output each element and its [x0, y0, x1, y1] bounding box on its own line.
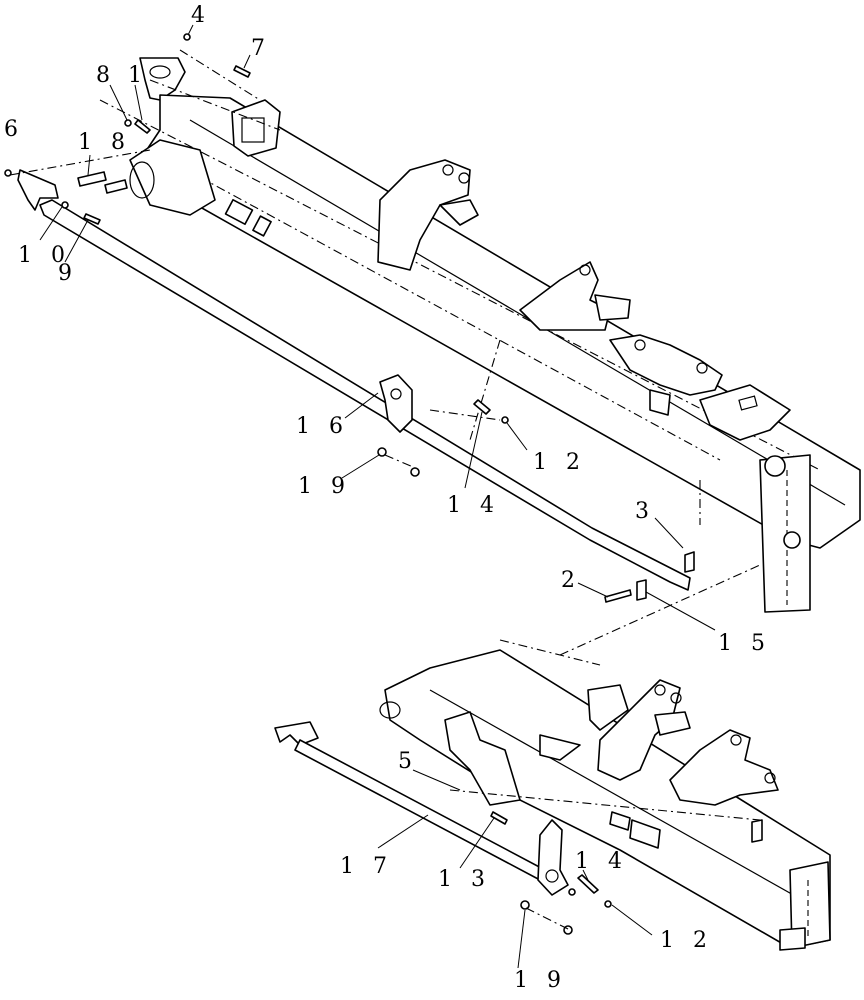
spring-18a	[77, 171, 107, 187]
callout-19b: 1 9	[514, 968, 567, 993]
rod-assembly-17	[274, 721, 612, 935]
callout-8: 8	[96, 63, 116, 88]
lower-end-foot	[779, 927, 806, 951]
washer-10	[61, 201, 69, 209]
callout-1: 1	[128, 63, 148, 88]
pin-14a	[473, 399, 491, 415]
pin-13	[490, 811, 508, 825]
lower-bracket-b	[539, 734, 581, 761]
decal-1	[224, 198, 254, 226]
washer-19b	[520, 900, 530, 910]
pin-9	[83, 213, 101, 225]
vertical-post	[759, 454, 811, 613]
washer-19a	[377, 447, 387, 457]
lower-upright-2	[669, 729, 779, 806]
pin-1	[134, 119, 151, 134]
callout-19a: 1 9	[298, 474, 351, 499]
callout-12b: 1 2	[660, 928, 713, 953]
lower-end-channel	[789, 861, 831, 949]
spring-18b	[104, 179, 128, 194]
nut-19a	[410, 467, 420, 477]
lower-square-bracket	[587, 684, 629, 731]
callout-9: 9	[58, 261, 78, 286]
callout-15: 1 5	[718, 631, 771, 656]
callout-17: 1 7	[340, 854, 393, 879]
decal-2	[252, 215, 272, 237]
lower-bracket-a	[444, 711, 521, 806]
callout-16: 1 6	[296, 414, 349, 439]
callout-13: 1 3	[438, 867, 491, 892]
lower-decal-1	[609, 811, 631, 831]
callout-10: 1 0	[18, 243, 71, 268]
nut-12b	[604, 900, 612, 908]
bolt-2	[604, 589, 632, 603]
lower-decal-2	[629, 819, 661, 849]
leader-lines	[39, 24, 716, 969]
pin-7	[233, 65, 251, 78]
rod-handle-left	[17, 169, 59, 211]
callout-14b: 1 4	[575, 849, 628, 874]
callout-5: 5	[398, 749, 418, 774]
callout-labels: 4 7 8 1 6 1 8 1 0 9 1 6 1 2 1 9 1 4 3 2 …	[4, 3, 771, 993]
callout-3: 3	[635, 499, 655, 524]
nut-6	[4, 169, 12, 177]
callout-12a: 1 2	[533, 450, 586, 475]
nut-4	[183, 33, 191, 41]
nut-8	[124, 119, 132, 127]
latch-17	[537, 819, 569, 896]
callout-6: 6	[4, 117, 24, 142]
pin-14b	[577, 874, 599, 894]
clip-15	[636, 579, 647, 601]
callout-18: 1 8	[78, 130, 131, 155]
rod-16	[39, 199, 691, 591]
callout-7: 7	[251, 36, 271, 61]
mounting-plate	[699, 384, 791, 441]
rod-assembly-16	[17, 169, 691, 591]
callout-14a: 1 4	[447, 493, 500, 518]
upright-bracket-1	[377, 159, 471, 271]
rod-17-handle	[274, 721, 319, 746]
callout-2: 2	[561, 568, 581, 593]
clip-3a	[684, 551, 695, 573]
clip-lower	[751, 819, 763, 843]
upper-hardware	[4, 33, 695, 603]
nut-12a	[501, 416, 509, 424]
tube-cylinder	[129, 139, 216, 216]
upper-frame-assembly	[99, 49, 861, 656]
latch-16	[379, 374, 413, 433]
washer-lower	[568, 888, 576, 896]
lower-frame-assembly	[379, 639, 831, 951]
callout-4: 4	[191, 3, 211, 28]
